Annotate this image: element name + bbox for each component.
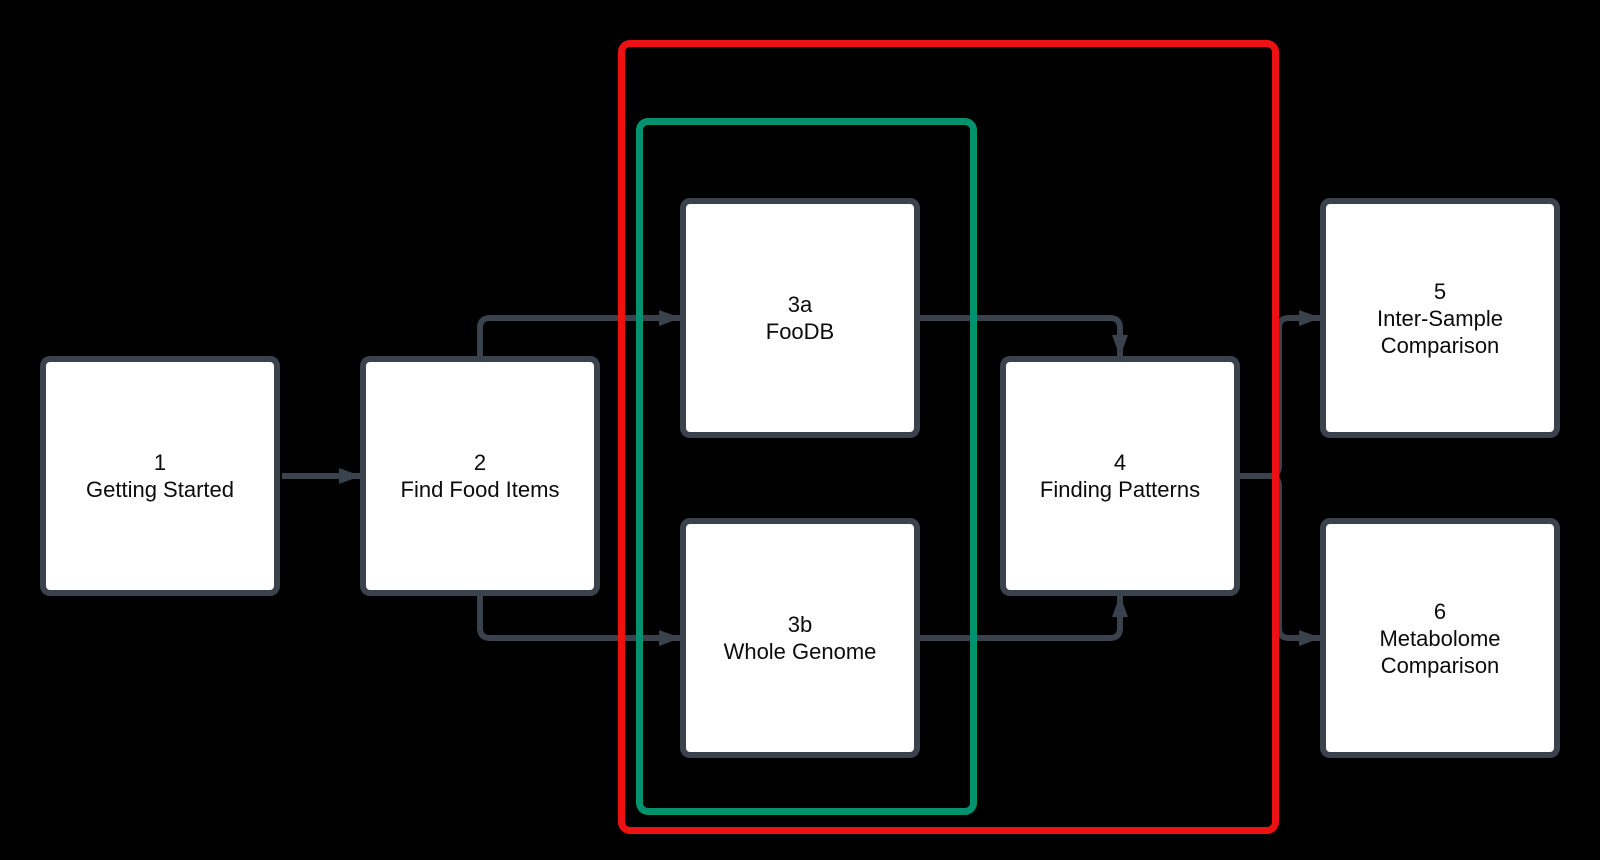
connector-3a-4 [920,315,1128,357]
node-label: Inter-Sample [1377,305,1503,331]
node-label: FooDB [765,319,835,344]
connector-2-3a [477,310,681,356]
node-label: Finding Patterns [1039,477,1201,502]
node-3a-foodb: 3a FooDB [680,198,920,438]
node-label: Getting Started [86,477,234,502]
node-number: 3b [787,612,813,637]
node-label: Comparison [1380,652,1500,678]
node-number: 2 [473,450,487,475]
node-3b-whole-genome: 3b Whole Genome [680,518,920,758]
node-5-inter-sample-comparison: 5 Inter-Sample Comparison [1320,198,1560,438]
node-number: 5 [1433,278,1447,304]
connector-2-3b [477,596,681,646]
node-4-finding-patterns: 4 Finding Patterns [1000,356,1240,596]
node-number: 4 [1113,450,1127,475]
node-label: Comparison [1380,332,1500,358]
node-number: 6 [1433,598,1447,624]
red-group-outline [618,40,1279,834]
node-6-metabolome-comparison: 6 Metabolome Comparison [1320,518,1560,758]
node-label: Find Food Items [400,477,560,502]
connector-3b-4 [920,595,1128,641]
node-number: 1 [153,450,167,475]
node-label: Whole Genome [723,639,877,664]
node-number: 3a [787,292,813,317]
teal-group-outline [636,118,977,815]
node-label: Metabolome [1379,625,1501,651]
node-1-getting-started: 1 Getting Started [40,356,280,596]
node-2-find-food-items: 2 Find Food Items [360,356,600,596]
